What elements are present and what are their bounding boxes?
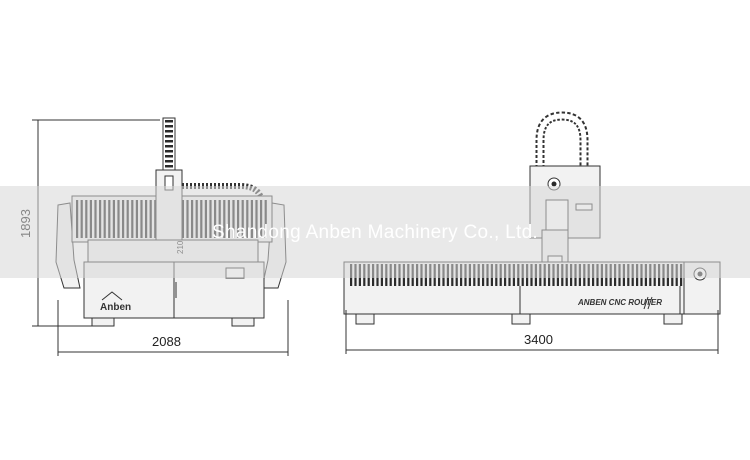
svg-text:ANBEN CNC ROUTER: ANBEN CNC ROUTER [577, 298, 662, 307]
front-brand-logo: Anben [100, 291, 131, 313]
side-badge: ANBEN CNC ROUTER [577, 296, 662, 310]
side-view: ANBEN CNC ROUTER [343, 111, 721, 325]
front-small-label: 210 [176, 240, 185, 254]
side-foot-3 [663, 313, 683, 325]
side-length-dimension: 3400 [345, 310, 719, 354]
side-foot-1 [355, 313, 375, 325]
front-view: 210 Anben [55, 117, 287, 327]
front-cable-chain [162, 117, 176, 179]
front-foot-right [231, 317, 255, 327]
front-foot-left [91, 317, 115, 327]
front-height-label: 1893 [18, 209, 33, 238]
svg-text:Anben: Anben [100, 302, 131, 313]
front-width-label: 2088 [152, 334, 181, 349]
side-foot-2 [511, 313, 531, 325]
front-width-dimension: 2088 [57, 300, 289, 356]
side-length-label: 3400 [524, 332, 553, 347]
